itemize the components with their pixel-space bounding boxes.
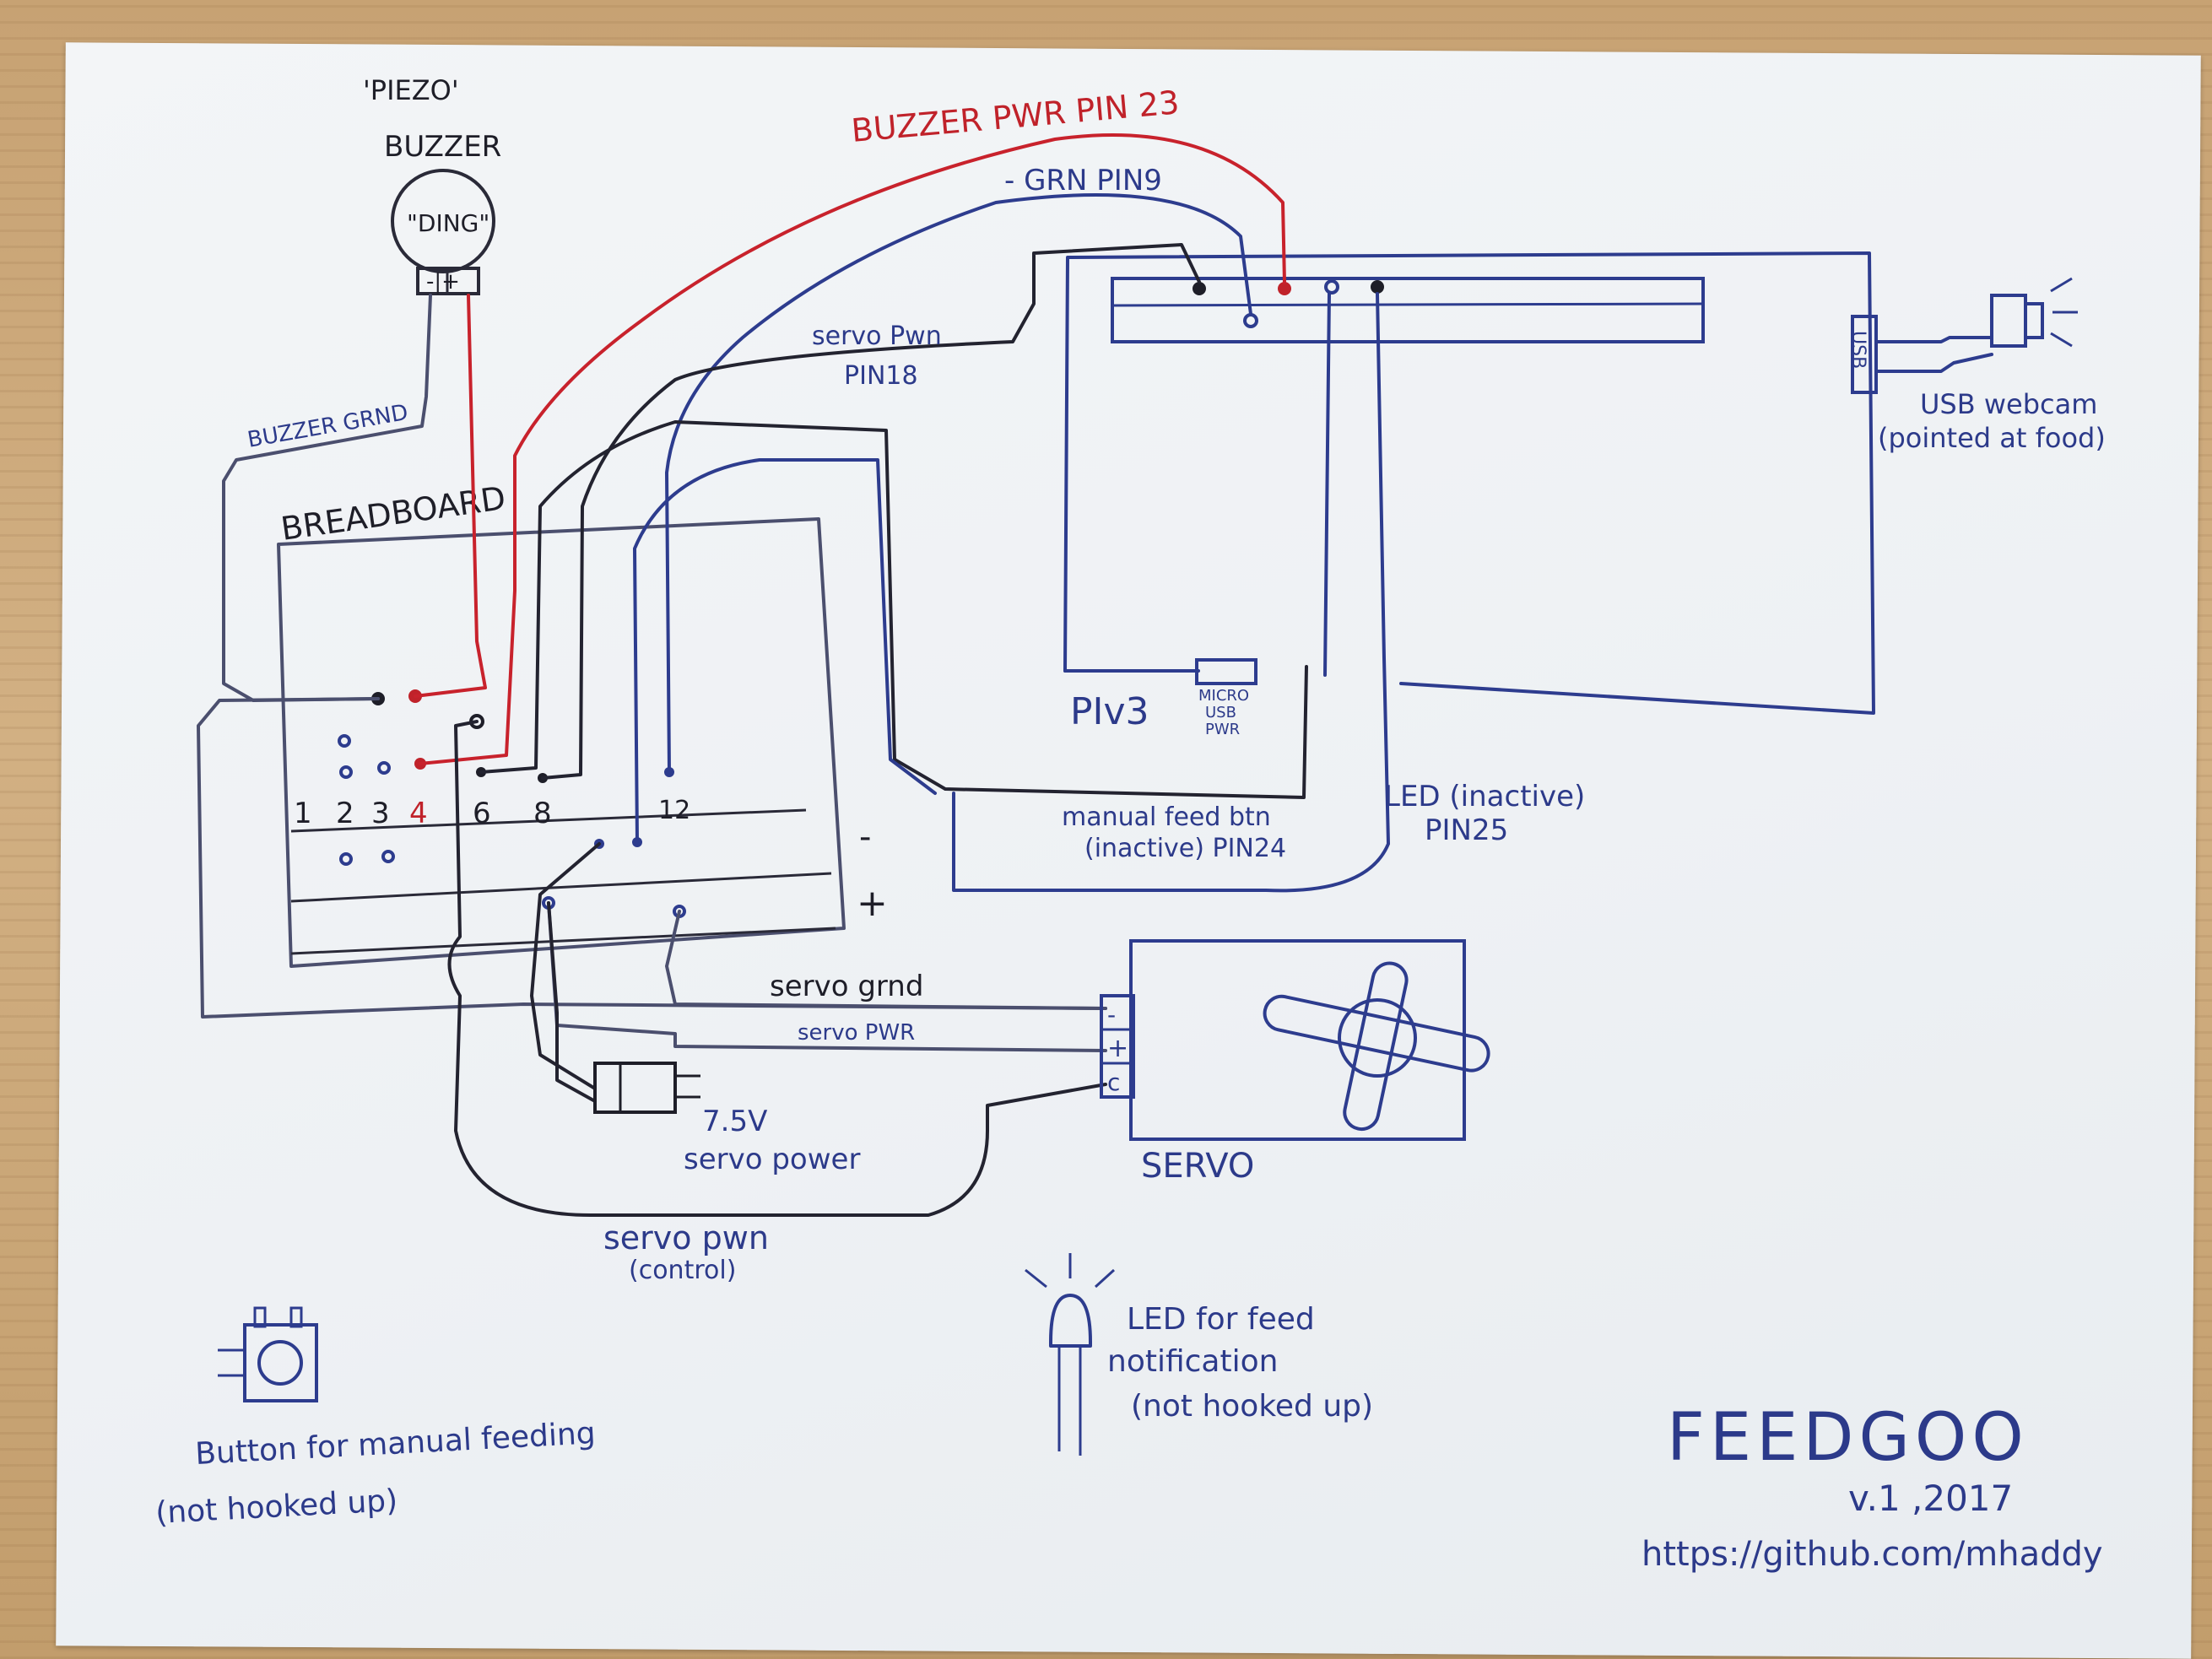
breadboard [277,517,846,968]
title-feedgoo: FEEDGOO [1667,1400,2029,1476]
servo-pin-minus: - [1107,1001,1116,1029]
manual-feed-pin24-wire [633,292,1331,844]
pointed-at-food-label: (pointed at food) [1878,422,2106,454]
github-url-label: https://github.com/mhaddy [1641,1535,2103,1574]
pwr-label: PWR [1205,721,1240,738]
pin18-label: PIN18 [844,361,918,391]
pin-number-3: 3 [371,797,390,830]
led-pin25-wire [952,292,1390,893]
micro-label: MICRO [1198,687,1249,705]
piezo-label: 'PIEZO' [363,74,459,106]
usb-port-label: USB [1847,331,1869,369]
ground-return-wire [197,697,1107,1019]
ding-label: "DING" [407,209,489,237]
servo-motor [1100,939,1490,1141]
power-75v-label: 7.5V [702,1105,767,1138]
feed-led-component [1025,1253,1116,1456]
led-notification-label: notification [1107,1344,1278,1379]
buzzer-ground-wire [222,294,432,702]
inactive-pin24-label: (inactive) PIN24 [1084,834,1286,863]
buzzer-pins-label: -|+ [426,269,460,295]
buzzer-label: BUZZER [384,130,501,164]
servo-control-wire [447,720,1107,1217]
servo-power-negative-wire [530,842,601,1090]
led-inactive-label: LED (inactive) [1384,780,1585,813]
usb-webcam-label: USB webcam [1920,388,2097,420]
micro-usb-label: USB [1205,704,1236,721]
pin25-label: PIN25 [1425,813,1508,847]
power-supply-75v [593,1062,700,1114]
servo-pin-plus: + [1107,1034,1128,1063]
servo-grnd-label: servo grnd [770,970,923,1003]
servo-power-label: servo power [684,1143,860,1176]
servo-pin-control: c [1107,1068,1120,1096]
pin-number-12: 12 [658,796,690,825]
rail-minus-label: - [859,818,871,857]
usb-webcam [1874,277,2078,373]
pin-number-4: 4 [409,797,428,830]
buzzer-pin4-wire [414,294,487,698]
servo-pwm-pin18-wire [541,243,1201,780]
piezo-buzzer [391,169,495,295]
pi-v3-label: PIv3 [1070,690,1149,733]
servo-grnd-wire [665,910,1107,1010]
manual-feed-btn-label: manual feed btn [1062,802,1271,832]
breadboard-pin-numbers: 1 2 3 4 6 8 12 [294,796,690,830]
version-label: v.1 ,2017 [1848,1478,2013,1519]
grn-pin9-label: - GRN PIN9 [1004,164,1162,197]
gpio-pins [1193,279,1384,328]
servo-label: SERVO [1141,1147,1254,1186]
servo-pwr-label: servo PWR [798,1020,915,1046]
servo-power-positive-wire [547,901,597,1103]
manual-feed-button-component [218,1306,318,1402]
button-manual-feeding-label: Button for manual feeding [194,1416,596,1472]
button-not-hooked-up-label: (not hooked up) [154,1483,398,1531]
servo-pwm-top-label: servo Pwn [812,322,942,351]
raspberry-pi-board [1063,251,1878,715]
buzzer-grnd-label: BUZZER GRND [246,400,410,453]
rail-plus-label: + [857,882,888,925]
pin-number-6: 6 [473,797,491,830]
grn-pin9-wire [665,193,1252,774]
led-not-hooked-up-label: (not hooked up) [1131,1389,1373,1424]
led-feed-label: LED for feed [1127,1302,1315,1337]
buzzer-pwr-pin23-wire [419,133,1286,765]
pin6-wire [479,420,1308,799]
buzzer-pwr-pin23-label: BUZZER PWR PIN 23 [850,84,1181,149]
servo-pwm-bottom-label: servo pwn [603,1219,769,1256]
control-label: (control) [629,1256,736,1285]
pin-number-1: 1 [294,797,312,830]
pin-number-2: 2 [336,797,354,830]
pin-number-8: 8 [533,797,552,830]
